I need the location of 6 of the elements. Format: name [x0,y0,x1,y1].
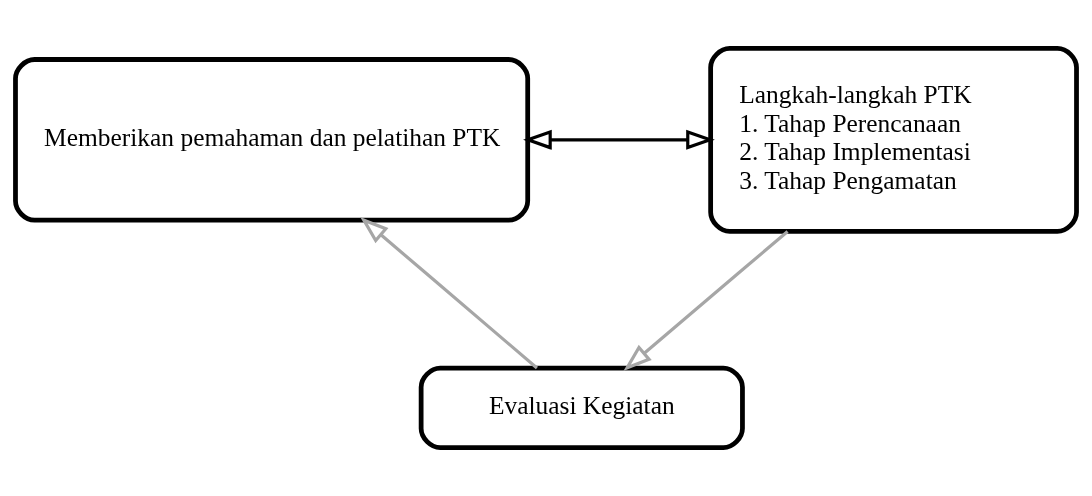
arrow [523,129,715,150]
node-box: Evaluasi Kegiatan [418,365,745,451]
node-box: Langkah-langkah PTK 1. Tahap Perencanaan 2. Tahap Implementasi 3. Tahap Pengamatan [708,45,1079,234]
node-box: Memberikan pemahaman dan pelatihan PTK [13,57,531,223]
arrow [360,217,538,370]
arrow [623,230,789,371]
